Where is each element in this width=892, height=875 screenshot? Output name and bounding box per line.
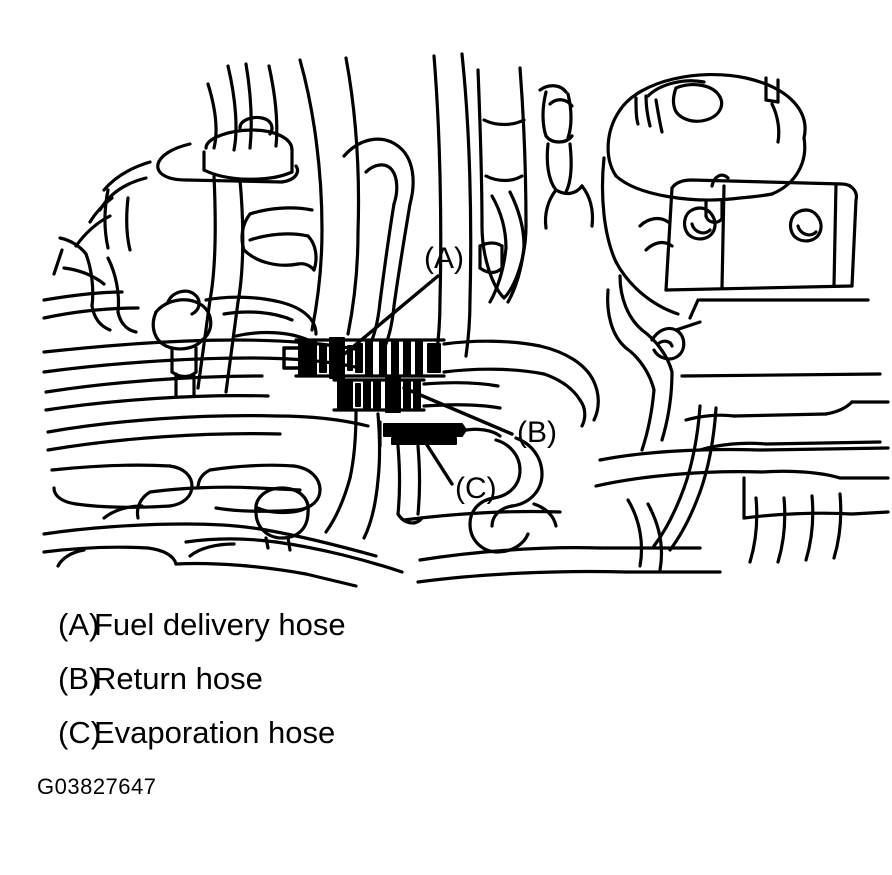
legend-item-b: (B) Return hose	[0, 652, 892, 706]
legend-item-a: (A) Fuel delivery hose	[0, 598, 892, 652]
legend-key-a: (A)	[58, 607, 100, 642]
engine-linework	[42, 52, 890, 588]
leader-lines	[340, 274, 514, 486]
callout-label-b: (B)	[517, 416, 557, 449]
legend-key-b: (B)	[58, 661, 100, 696]
leader-line-b	[402, 386, 514, 436]
legend-label-c: Evaporation hose	[94, 715, 336, 750]
leader-line-a	[340, 274, 440, 358]
legend: (A) Fuel delivery hose (B) Return hose (…	[0, 598, 892, 760]
engine-bay-illustration: (A) (B) (C)	[42, 52, 890, 588]
legend-label-b: Return hose	[94, 661, 263, 696]
leader-line-c	[418, 432, 454, 486]
legend-key-c: (C)	[58, 715, 102, 750]
callout-label-c: (C)	[455, 472, 497, 505]
legend-item-c: (C) Evaporation hose	[0, 706, 892, 760]
callout-label-a: (A)	[424, 242, 464, 275]
return-connector-body	[337, 377, 421, 413]
fuel-delivery-connector-body	[298, 337, 441, 379]
figure-code: G03827647	[37, 774, 157, 799]
legend-label-a: Fuel delivery hose	[94, 607, 346, 642]
